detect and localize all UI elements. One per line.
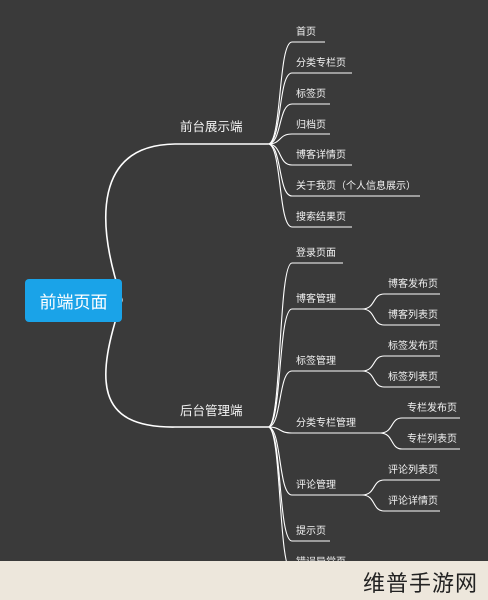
node-comment-mgmt[interactable]: 评论管理 xyxy=(296,480,336,491)
link-root-backend xyxy=(105,299,268,428)
node-tags[interactable]: 标签页 xyxy=(296,89,326,100)
link-sub-1-0 xyxy=(361,355,440,372)
link-sub-2-0 xyxy=(379,417,460,434)
node-tag-mgmt[interactable]: 标签管理 xyxy=(296,356,336,367)
root-node[interactable]: 前端页面 xyxy=(25,279,122,322)
node-blog-list[interactable]: 博客列表页 xyxy=(388,310,438,321)
link-sub-0-1 xyxy=(361,308,440,326)
node-category-mgmt[interactable]: 分类专栏管理 xyxy=(296,418,356,429)
node-blog-publish[interactable]: 博客发布页 xyxy=(388,279,438,290)
link-frontend-2 xyxy=(267,103,330,145)
link-backend-1 xyxy=(267,308,362,428)
node-category[interactable]: 分类专栏页 xyxy=(296,58,346,69)
node-blog-detail[interactable]: 博客详情页 xyxy=(296,150,346,161)
link-backend-6 xyxy=(267,426,350,573)
link-frontend-3 xyxy=(267,133,330,145)
node-comment-list[interactable]: 评论列表页 xyxy=(388,465,438,476)
link-sub-1-1 xyxy=(361,370,440,388)
link-backend-4 xyxy=(267,426,362,496)
link-frontend-6 xyxy=(267,143,352,228)
link-backend-0 xyxy=(267,262,343,428)
node-archive[interactable]: 归档页 xyxy=(296,120,326,131)
branch-frontend[interactable]: 前台展示端 xyxy=(180,119,243,134)
link-sub-3-0 xyxy=(361,479,440,496)
branch-backend[interactable]: 后台管理端 xyxy=(180,403,243,418)
node-comment-detail[interactable]: 评论详情页 xyxy=(388,496,438,507)
node-column-publish[interactable]: 专栏发布页 xyxy=(407,403,457,414)
node-tag-list[interactable]: 标签列表页 xyxy=(388,372,438,383)
node-column-list[interactable]: 专栏列表页 xyxy=(407,434,457,445)
watermark: 维普手游网 xyxy=(362,572,478,597)
link-sub-3-1 xyxy=(361,494,440,512)
link-frontend-1 xyxy=(267,72,352,145)
link-backend-3 xyxy=(267,426,380,434)
node-home[interactable]: 首页 xyxy=(296,27,316,38)
link-backend-2 xyxy=(267,370,362,428)
link-frontend-4 xyxy=(267,143,352,166)
node-login[interactable]: 登录页面 xyxy=(296,248,336,259)
link-frontend-0 xyxy=(267,41,325,145)
node-tag-publish[interactable]: 标签发布页 xyxy=(388,341,438,352)
link-sub-0-0 xyxy=(361,293,440,310)
node-about[interactable]: 关于我页（个人信息展示） xyxy=(296,181,416,192)
link-root-frontend xyxy=(105,143,268,301)
link-frontend-5 xyxy=(267,143,420,197)
node-search-results[interactable]: 搜索结果页 xyxy=(296,212,346,223)
link-sub-2-1 xyxy=(379,432,460,450)
footer-bar xyxy=(0,561,488,600)
node-tips[interactable]: 提示页 xyxy=(296,526,326,537)
node-blog-mgmt[interactable]: 博客管理 xyxy=(296,294,336,305)
